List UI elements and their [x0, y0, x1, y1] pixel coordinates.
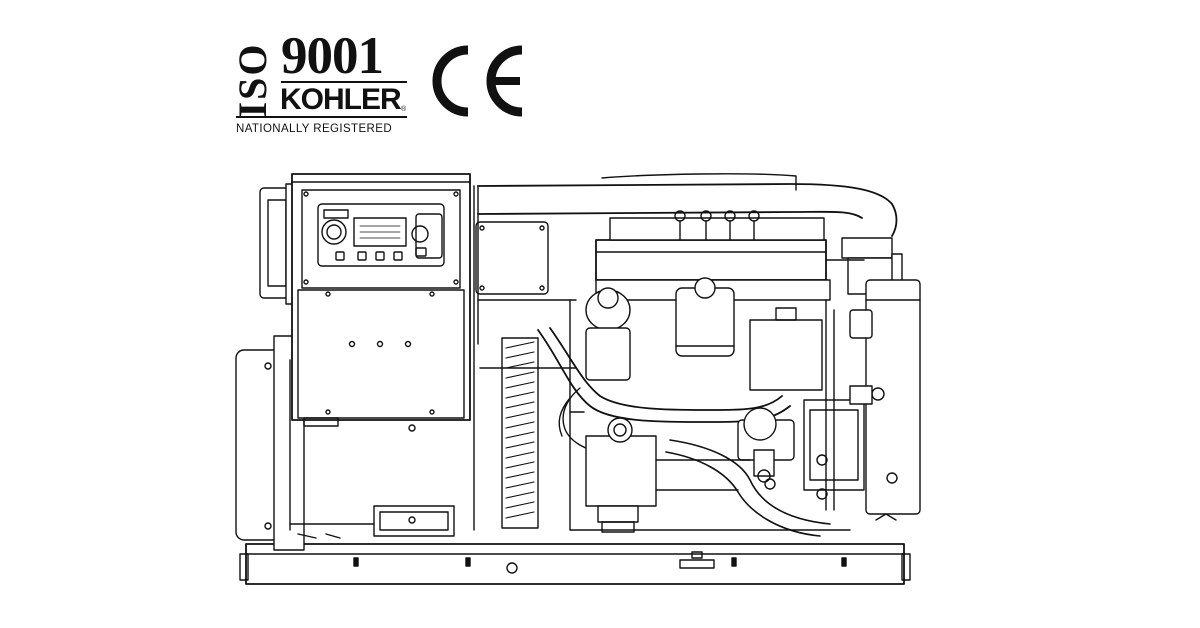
controller-enclosure [291, 173, 471, 432]
logo-divider-bottom [236, 116, 407, 118]
engine-head [595, 210, 865, 301]
skid-base [239, 543, 911, 585]
engine-frame-lines [569, 299, 851, 531]
right-panel [849, 279, 921, 521]
iso-label: ISO [230, 42, 275, 118]
registered-mark: ® [401, 106, 407, 113]
logo-divider [281, 81, 407, 83]
ce-mark-icon [432, 45, 523, 117]
terminal-box [475, 221, 549, 295]
frame-louvers [473, 185, 577, 531]
nationally-registered-tagline: NATIONALLY REGISTERED [236, 123, 393, 135]
coolant-tank [675, 277, 735, 357]
iso-9001-kohler-logo: ISO 9001 KOHLER ® NATIONALLY REGISTERED [230, 27, 411, 142]
alternator [235, 335, 305, 551]
oil-filter [585, 287, 631, 381]
kohler-brand: KOHLER [280, 83, 402, 116]
generator-set-illustration [235, 173, 921, 585]
iso-standard-number: 9001 [281, 27, 384, 85]
fuel-pump [585, 417, 657, 533]
starter-assembly [737, 307, 865, 500]
engine-mounts [289, 505, 455, 539]
